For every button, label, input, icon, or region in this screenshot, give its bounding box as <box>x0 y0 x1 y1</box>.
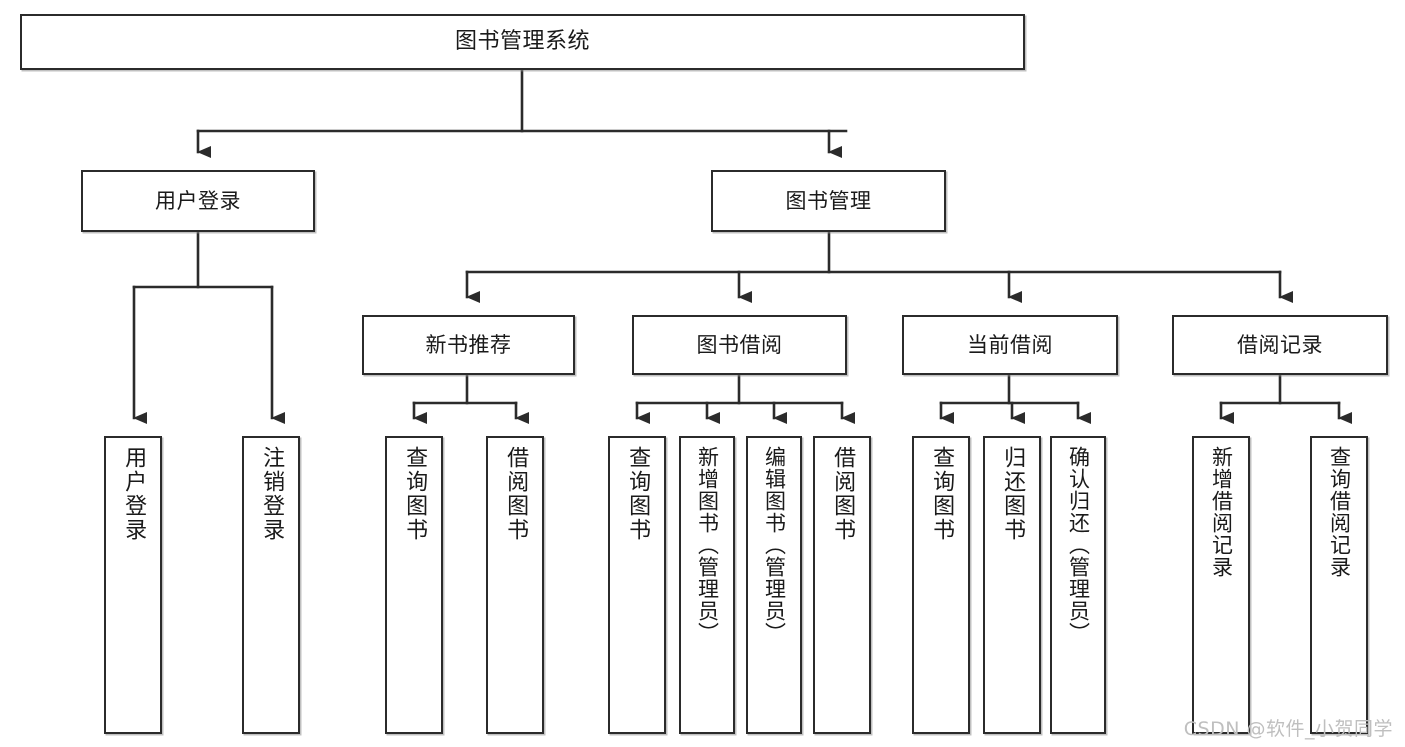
node-label: 图书管理 <box>785 188 872 213</box>
node-leaf-add-book-admin[interactable]: 新增图书（管理员） <box>679 436 735 734</box>
node-label: 查询借阅记录 <box>1327 446 1352 578</box>
node-leaf-confirm-return[interactable]: 确认归还（管理员） <box>1050 436 1106 734</box>
node-label: 新增借阅记录 <box>1209 446 1234 578</box>
node-label: 当前借阅 <box>967 332 1053 357</box>
node-label: 确认归还（管理员） <box>1066 446 1091 644</box>
node-label: 注销登录 <box>259 446 285 542</box>
node-leaf-return-book[interactable]: 归还图书 <box>983 436 1041 734</box>
node-book-manage[interactable]: 图书管理 <box>711 170 946 232</box>
node-leaf-query-book-3[interactable]: 查询图书 <box>912 436 970 734</box>
node-label: 借阅记录 <box>1237 332 1323 357</box>
node-new-book-recommend[interactable]: 新书推荐 <box>362 315 575 375</box>
node-book-borrow[interactable]: 图书借阅 <box>632 315 847 375</box>
node-label: 查询图书 <box>625 446 651 542</box>
node-label: 查询图书 <box>929 446 955 542</box>
node-label: 用户登录 <box>155 188 241 213</box>
node-label: 借阅图书 <box>830 446 856 542</box>
node-label: 用户登录 <box>121 446 147 542</box>
node-borrow-record[interactable]: 借阅记录 <box>1172 315 1388 375</box>
node-label: 编辑图书（管理员） <box>762 446 787 644</box>
node-leaf-add-borrow-record[interactable]: 新增借阅记录 <box>1192 436 1250 734</box>
node-label: 图书管理系统 <box>454 29 590 55</box>
node-label: 新书推荐 <box>425 332 512 357</box>
node-label: 归还图书 <box>1000 446 1026 542</box>
node-leaf-logout-login[interactable]: 注销登录 <box>242 436 300 734</box>
node-leaf-user-login[interactable]: 用户登录 <box>104 436 162 734</box>
node-book-management-system[interactable]: 图书管理系统 <box>20 14 1025 70</box>
node-label: 查询图书 <box>402 446 428 542</box>
node-leaf-query-book-1[interactable]: 查询图书 <box>385 436 443 734</box>
node-leaf-query-book-2[interactable]: 查询图书 <box>608 436 666 734</box>
node-label: 图书借阅 <box>696 332 783 357</box>
node-current-borrow[interactable]: 当前借阅 <box>902 315 1118 375</box>
node-leaf-borrow-book-2[interactable]: 借阅图书 <box>813 436 871 734</box>
node-leaf-borrow-book-1[interactable]: 借阅图书 <box>486 436 544 734</box>
csdn-watermark: CSDN @软件_小贺同学 <box>1183 718 1393 740</box>
node-leaf-query-borrow-record[interactable]: 查询借阅记录 <box>1310 436 1368 734</box>
node-user-login[interactable]: 用户登录 <box>81 170 315 232</box>
node-leaf-edit-book-admin[interactable]: 编辑图书（管理员） <box>746 436 802 734</box>
node-label: 借阅图书 <box>503 446 529 542</box>
node-label: 新增图书（管理员） <box>695 446 720 644</box>
